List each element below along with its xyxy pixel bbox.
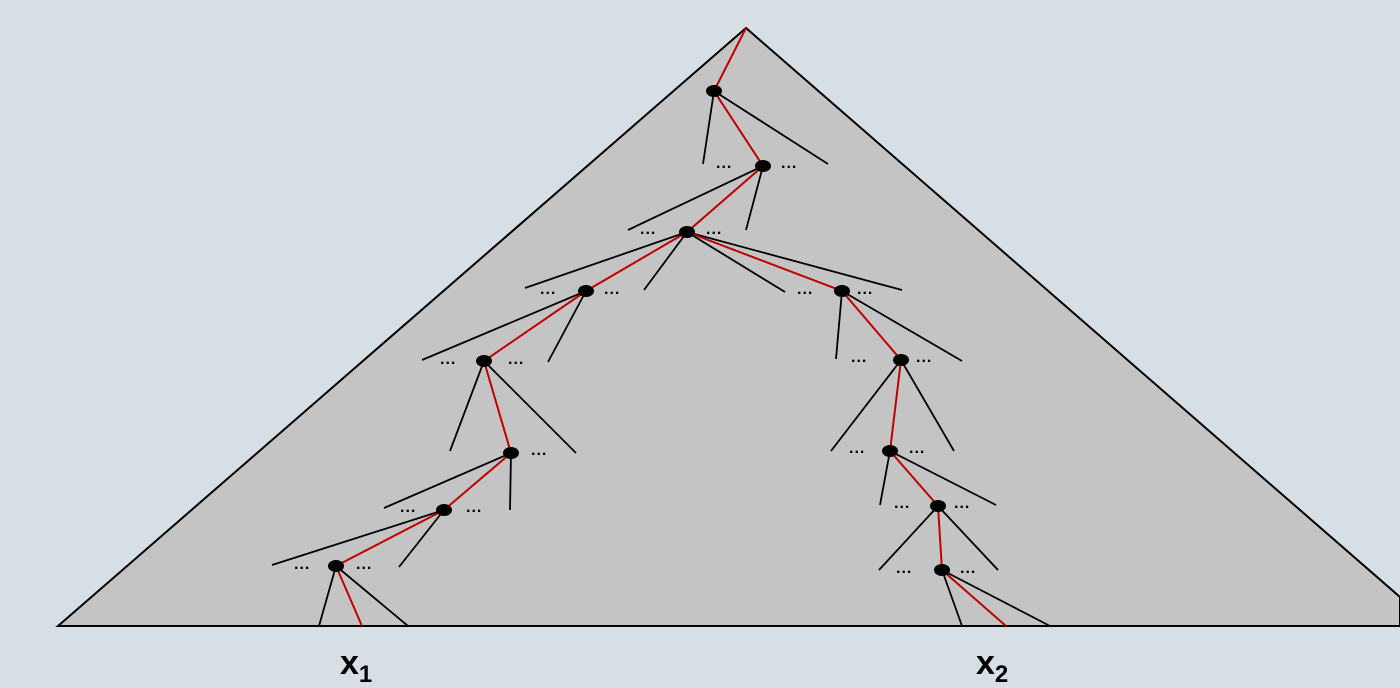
tree-node	[679, 226, 695, 238]
tree-node	[578, 285, 594, 297]
branch-edge	[889, 450, 997, 506]
ellipsis-marker: ...	[716, 155, 732, 172]
leaf-label-x2: x2	[976, 646, 1008, 687]
branch-edge	[686, 231, 786, 293]
branch-edge	[941, 569, 963, 627]
ellipsis-marker: ...	[916, 349, 932, 366]
ellipsis-marker: ...	[909, 440, 925, 457]
branch-edge	[271, 509, 445, 566]
ellipsis-marker: ...	[960, 560, 976, 577]
ellipsis-marker: ...	[356, 556, 372, 573]
ellipsis-marker: ...	[706, 221, 722, 238]
leaf-label-x2-subscript: 2	[994, 661, 1009, 688]
branch-edge	[509, 452, 512, 511]
leaf-label-x1-base: x	[340, 644, 359, 682]
ellipsis-marker: ...	[531, 442, 547, 459]
tree-node	[328, 560, 344, 572]
branch-edge	[398, 509, 445, 568]
tree-node	[930, 500, 946, 512]
ellipsis-marker: ...	[894, 495, 910, 512]
branch-edge	[643, 231, 688, 291]
branch-edge	[941, 569, 1051, 627]
ellipsis-marker: ...	[849, 440, 865, 457]
ellipsis-marker: ...	[604, 281, 620, 298]
tree-node	[755, 160, 771, 172]
ellipsis-marker: ...	[857, 281, 873, 298]
branch-edge	[449, 360, 485, 452]
leaf-label-x1: x1	[340, 646, 372, 687]
tree-node	[706, 85, 722, 97]
branch-edge	[335, 565, 409, 627]
node-group	[328, 85, 950, 576]
branch-edge	[745, 165, 764, 231]
branch-edge	[318, 565, 337, 627]
branch-edge	[702, 90, 715, 165]
tree-node	[436, 504, 452, 516]
branch-edge	[841, 290, 963, 362]
branch-edge	[830, 359, 902, 452]
path-to-x1	[334, 27, 765, 627]
branch-edge	[713, 90, 829, 165]
tree-node	[503, 447, 519, 459]
branch-edge	[835, 290, 843, 360]
branch-edge	[383, 452, 512, 509]
ellipsis-marker: ...	[400, 499, 416, 516]
branch-edge	[878, 505, 939, 571]
branch-edge	[524, 231, 688, 289]
branch-edge	[547, 290, 587, 363]
leaf-label-x2-base: x	[976, 644, 995, 682]
branch-edge	[900, 359, 955, 452]
tree-node	[893, 354, 909, 366]
ellipsis-marker: ...	[294, 556, 310, 573]
tree-node	[476, 355, 492, 367]
branch-edge	[937, 505, 999, 571]
branch-edge	[483, 360, 577, 454]
ellipsis-marker: ...	[540, 281, 556, 298]
ellipsis-marker: ...	[851, 349, 867, 366]
ellipsis-marker: ...	[466, 499, 482, 516]
branch-edge	[627, 165, 764, 231]
leaf-label-x1-subscript: 1	[358, 661, 373, 688]
ellipsis-marker: ...	[508, 351, 524, 368]
branch-edges	[271, 90, 1051, 627]
ellipsis-marker: ...	[896, 560, 912, 577]
ellipsis-marker: ...	[954, 495, 970, 512]
ellipsis-marker: ...	[640, 221, 656, 238]
ellipsis-marker: ...	[440, 351, 456, 368]
branch-edge	[421, 290, 587, 361]
ellipsis-marker: ...	[781, 155, 797, 172]
tree-node	[882, 445, 898, 457]
ellipsis-marker: ...	[797, 281, 813, 298]
branch-edge	[686, 231, 903, 291]
branch-edge	[879, 450, 891, 506]
tree-node	[834, 285, 850, 297]
ellipsis-group: ........................................…	[294, 155, 976, 577]
tree-triangle	[55, 26, 1400, 627]
tree-node	[934, 564, 950, 576]
